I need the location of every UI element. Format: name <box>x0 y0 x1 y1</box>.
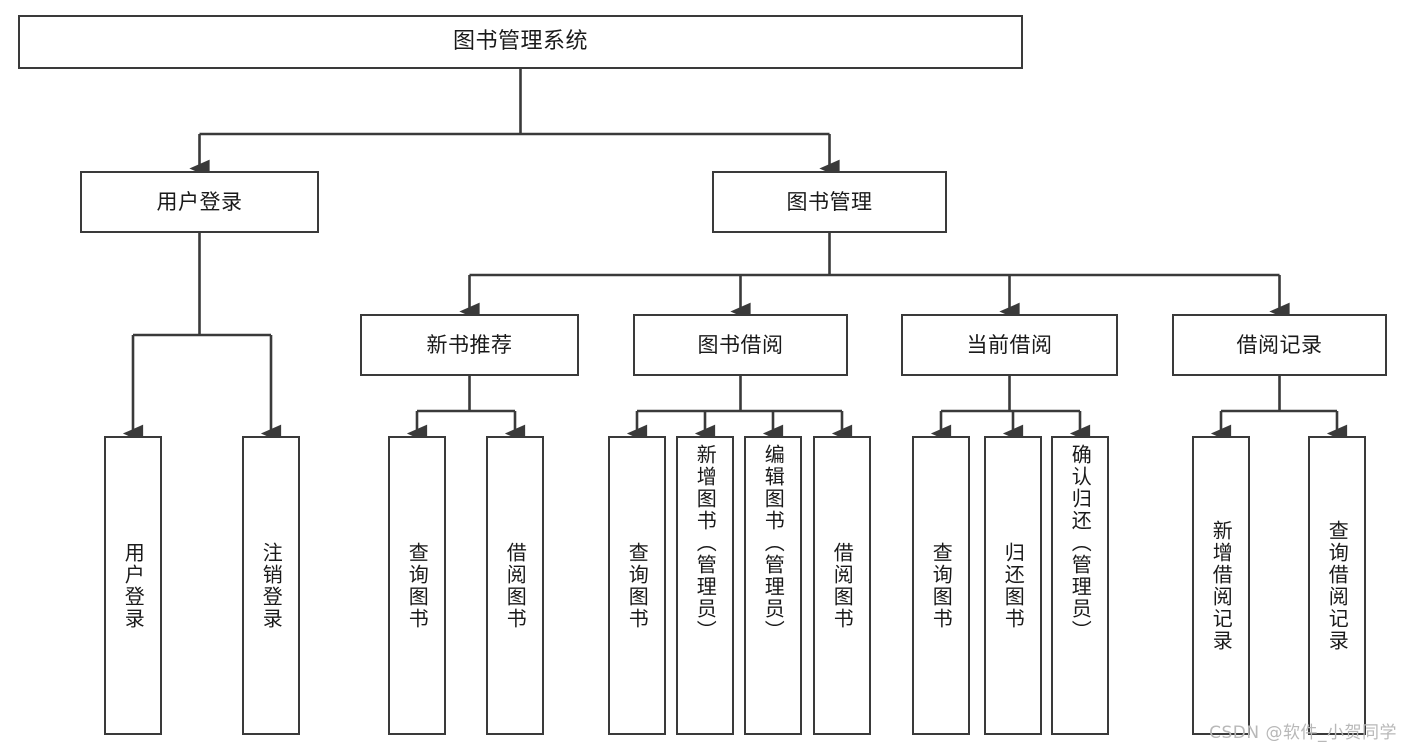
node-label-leaf-return-book: 归还图书 <box>1001 541 1026 630</box>
node-label-leaf-borrow-book-2: 借阅图书 <box>830 541 855 630</box>
node-label-leaf-user-logout: 注销登录 <box>259 541 284 630</box>
node-leaf-edit-book[interactable]: 编辑图书（管理员） <box>744 436 802 735</box>
node-label-leaf-query-record: 查询借阅记录 <box>1325 519 1350 652</box>
node-label-leaf-confirm-return: 确认归还（管理员） <box>1068 444 1093 642</box>
node-new-book-rec[interactable]: 新书推荐 <box>360 314 579 376</box>
node-leaf-borrow-book-2[interactable]: 借阅图书 <box>813 436 871 735</box>
node-user-login[interactable]: 用户登录 <box>80 171 319 233</box>
node-label-borrow-record: 借阅记录 <box>1236 332 1323 357</box>
node-leaf-query-book-1[interactable]: 查询图书 <box>388 436 446 735</box>
node-label-leaf-query-book-2: 查询图书 <box>625 541 650 630</box>
node-label-leaf-query-book-3: 查询图书 <box>929 541 954 630</box>
node-label-user-login: 用户登录 <box>156 189 243 214</box>
node-root[interactable]: 图书管理系统 <box>18 15 1023 69</box>
node-leaf-add-record[interactable]: 新增借阅记录 <box>1192 436 1250 735</box>
node-label-book-manage: 图书管理 <box>786 189 873 214</box>
node-leaf-query-book-2[interactable]: 查询图书 <box>608 436 666 735</box>
node-label-new-book-rec: 新书推荐 <box>426 332 513 357</box>
node-leaf-return-book[interactable]: 归还图书 <box>984 436 1042 735</box>
node-leaf-add-book[interactable]: 新增图书（管理员） <box>676 436 734 735</box>
node-label-book-borrow: 图书借阅 <box>697 332 784 357</box>
node-leaf-borrow-book-1[interactable]: 借阅图书 <box>486 436 544 735</box>
node-label-root: 图书管理系统 <box>452 29 588 55</box>
node-book-manage[interactable]: 图书管理 <box>712 171 947 233</box>
watermark-text: CSDN @软件_小贺同学 <box>1209 723 1397 743</box>
node-current-borrow[interactable]: 当前借阅 <box>901 314 1118 376</box>
node-label-current-borrow: 当前借阅 <box>966 332 1053 357</box>
node-label-leaf-query-book-1: 查询图书 <box>405 541 430 630</box>
node-label-leaf-add-book: 新增图书（管理员） <box>693 444 718 642</box>
node-label-leaf-add-record: 新增借阅记录 <box>1209 519 1234 652</box>
node-label-leaf-edit-book: 编辑图书（管理员） <box>761 444 786 642</box>
node-book-borrow[interactable]: 图书借阅 <box>633 314 848 376</box>
node-label-leaf-user-login: 用户登录 <box>121 541 146 630</box>
node-leaf-user-login[interactable]: 用户登录 <box>104 436 162 735</box>
node-leaf-confirm-return[interactable]: 确认归还（管理员） <box>1051 436 1109 735</box>
node-leaf-user-logout[interactable]: 注销登录 <box>242 436 300 735</box>
node-label-leaf-borrow-book-1: 借阅图书 <box>503 541 528 630</box>
node-leaf-query-record[interactable]: 查询借阅记录 <box>1308 436 1366 735</box>
node-leaf-query-book-3[interactable]: 查询图书 <box>912 436 970 735</box>
node-borrow-record[interactable]: 借阅记录 <box>1172 314 1387 376</box>
